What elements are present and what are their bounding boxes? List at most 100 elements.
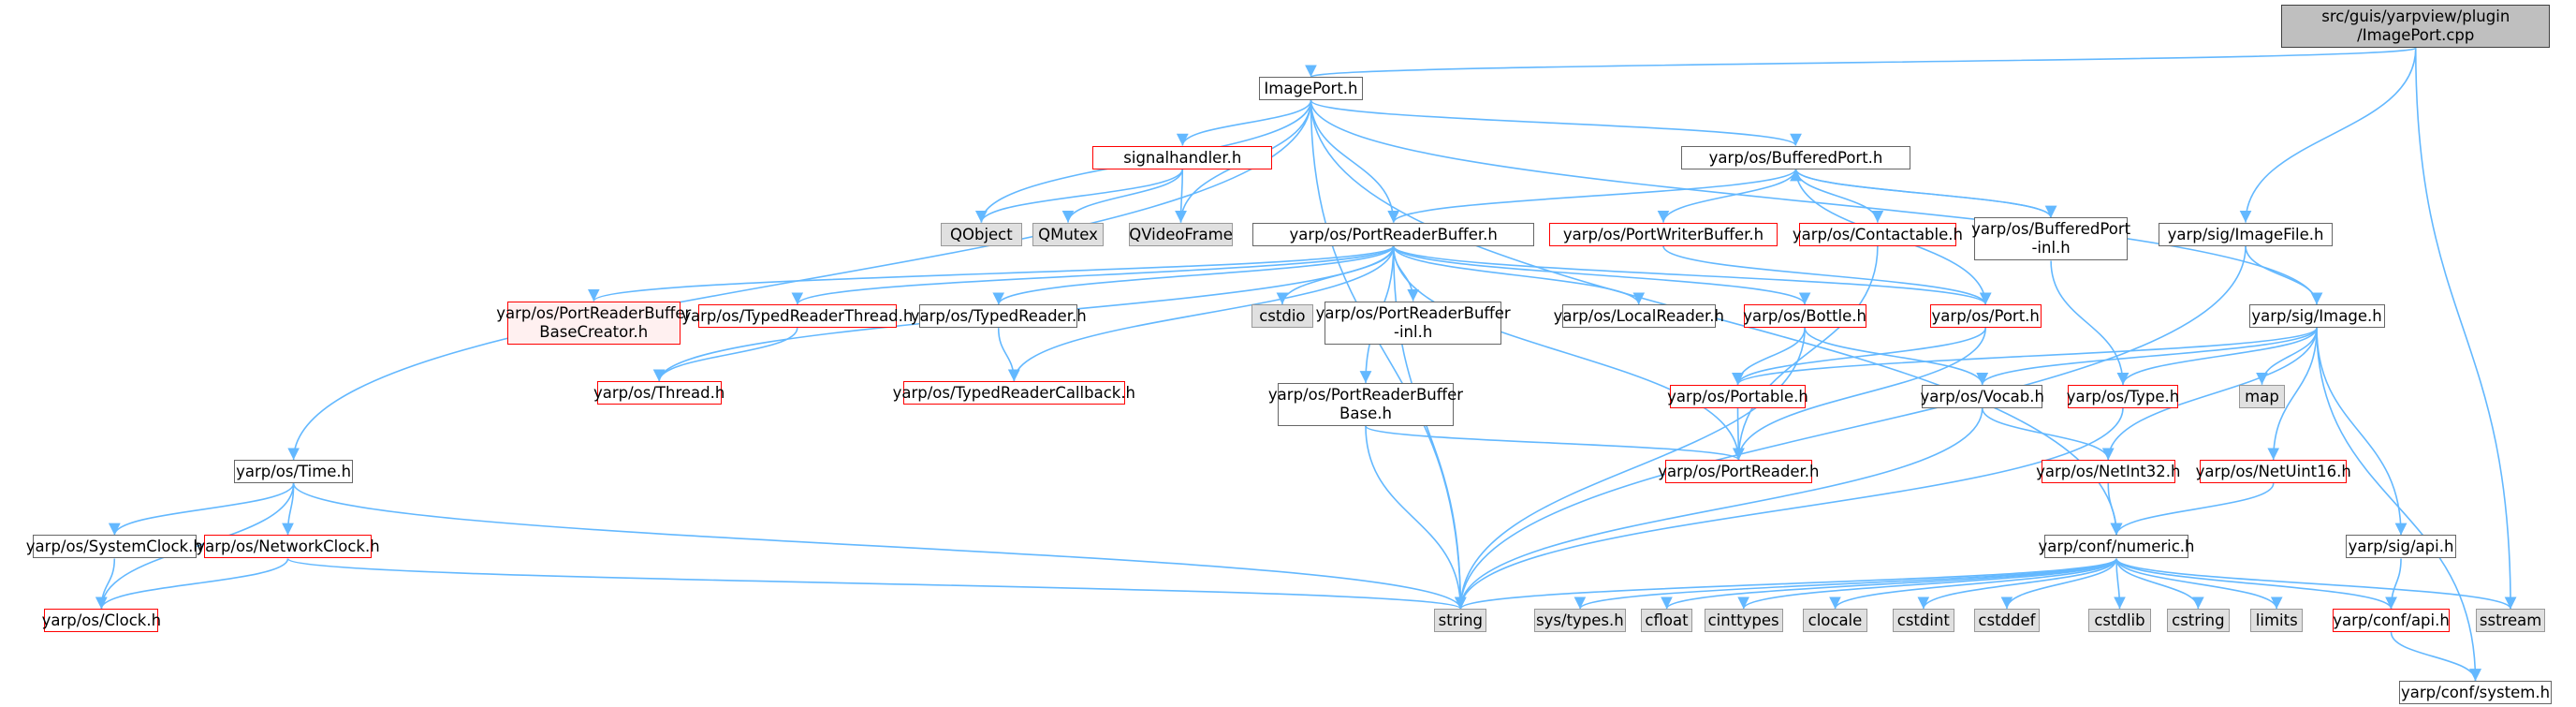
node-conf-api-h[interactable]: yarp/conf/api.h [2332, 609, 2451, 633]
node-label: signalhandler.h [1123, 148, 1242, 167]
node-label: cstdint [1896, 611, 1950, 630]
node-vocab-h[interactable]: yarp/os/Vocab.h [1921, 384, 2044, 408]
node-label: ImagePort.h [1264, 80, 1358, 98]
node-label: yarp/conf/api.h [2333, 611, 2450, 630]
edge-root-to-imageport_h [1306, 47, 2417, 78]
edge-signalhandler_h-to-qmutex [1061, 169, 1184, 223]
node-label: QVideoFrame [1129, 225, 1233, 243]
edge-netint32_h-to-numeric_h [2107, 483, 2123, 536]
node-label: yarp/os/Bottle.h [1743, 307, 1866, 326]
node-portreader-h[interactable]: yarp/os/PortReader.h [1658, 460, 1820, 484]
node-port-h[interactable]: yarp/os/Port.h [1929, 304, 2042, 329]
node-cstdint: cstdint [1892, 609, 1955, 633]
edge-bufferedport_h-to-bufferedport_inl [1794, 169, 2057, 218]
node-netuint16-h[interactable]: yarp/os/NetUint16.h [2196, 460, 2351, 484]
node-label: yarp/os/Portable.h [1667, 387, 1808, 405]
node-portreaderbuffer-h[interactable]: yarp/os/PortReaderBuffer.h [1252, 222, 1534, 246]
edge-root-to-imagefile_h [2239, 48, 2417, 223]
node-clock-h[interactable]: yarp/os/Clock.h [41, 609, 162, 633]
node-label: yarp/sig/api.h [2348, 538, 2454, 556]
edge-portreaderbuffer_h-to-typedreader_h [992, 245, 1395, 305]
node-networkclock-h[interactable]: yarp/os/NetworkClock.h [196, 535, 380, 559]
node-label: QMutex [1038, 225, 1098, 243]
node-bufferedport-h[interactable]: yarp/os/BufferedPort.h [1681, 145, 1910, 169]
node-sstream: sstream [2476, 609, 2545, 633]
edge-bufferedport_inl-to-bufferedport_h [1790, 169, 2052, 218]
node-localreader-h[interactable]: yarp/os/LocalReader.h [1554, 304, 1724, 329]
node-label: yarp/os/Type.h [2066, 387, 2180, 405]
node-label: yarp/os/Clock.h [41, 611, 162, 630]
node-cfloat: cfloat [1640, 609, 1693, 633]
node-numeric-h[interactable]: yarp/conf/numeric.h [2039, 535, 2194, 559]
edge-image_h-to-type_h [2116, 327, 2318, 385]
node-image-h[interactable]: yarp/sig/Image.h [2248, 304, 2385, 329]
edge-time_h-to-networkclock_h [282, 483, 295, 536]
node-time-h[interactable]: yarp/os/Time.h [233, 460, 354, 484]
node-label-line1: yarp/os/PortReaderBuffer [496, 303, 692, 322]
edge-time_h-to-systemclock_h [108, 482, 295, 536]
node-map: map [2239, 384, 2285, 408]
node-label-line2: -inl.h [1394, 322, 1433, 341]
node-label-line2: -inl.h [2031, 239, 2071, 258]
node-netint32-h[interactable]: yarp/os/NetInt32.h [2036, 460, 2180, 484]
edge-imageport_h-to-string [1310, 100, 1467, 610]
node-portreaderbuffer-inl-h[interactable]: yarp/os/PortReaderBuffer -inl.h [1316, 301, 1511, 345]
node-contactable-h[interactable]: yarp/os/Contactable.h [1793, 222, 1963, 246]
node-bottle-h[interactable]: yarp/os/Bottle.h [1743, 304, 1866, 329]
node-signalhandler-h[interactable]: signalhandler.h [1092, 145, 1273, 169]
node-label: cstdlib [2094, 611, 2145, 630]
node-label: yarp/os/PortReaderBuffer.h [1289, 225, 1498, 243]
node-sig-api-h[interactable]: yarp/sig/api.h [2345, 535, 2457, 559]
node-label: yarp/os/Time.h [236, 463, 352, 481]
edge-image_h-to-vocab_h [1976, 327, 2318, 386]
node-typedreadercallback-h[interactable]: yarp/os/TypedReaderCallback.h [893, 381, 1135, 405]
edge-portreaderbuffer_h-to-typedreaderthread_h [791, 244, 1395, 305]
node-typedreaderthread-h[interactable]: yarp/os/TypedReaderThread.h [681, 304, 913, 329]
node-label: yarp/os/Thread.h [593, 384, 725, 403]
edge-portreaderbuffer_h-to-port_h [1392, 245, 1992, 305]
edge-portreaderbuffer_h-to-portreader_h [1392, 245, 1745, 461]
node-label: yarp/os/LocalReader.h [1553, 307, 1724, 326]
edge-typedreader_h-to-typedreadercallback_h [997, 328, 1020, 382]
edge-bufferedport_h-to-portwriterbuffer_h [1657, 169, 1797, 223]
edge-time_h-to-string [292, 482, 1467, 610]
node-bufferedport-inl-h[interactable]: yarp/os/BufferedPort -inl.h [1971, 217, 2130, 261]
node-label: yarp/os/PortReader.h [1658, 463, 1820, 481]
node-qobject: QObject [940, 222, 1023, 246]
node-string: string [1434, 609, 1487, 633]
node-label: cstring [2172, 611, 2225, 630]
node-type-h[interactable]: yarp/os/Type.h [2066, 384, 2180, 408]
edge-vocab_h-to-netint32_h [1981, 407, 2115, 461]
node-portreaderbuffer-base-h[interactable]: yarp/os/PortReaderBuffer Base.h [1268, 382, 1463, 426]
edge-numeric_h-to-cstdint [1917, 558, 2117, 610]
node-root-imageport-cpp[interactable]: src/guis/yarpview/plugin /ImagePort.cpp [2281, 5, 2551, 49]
edge-portreaderbuffer_h-to-localreader_h [1392, 245, 1646, 305]
node-portreaderbuffer-basecreator-h[interactable]: yarp/os/PortReaderBuffer BaseCreator.h [496, 301, 691, 345]
node-cstdlib: cstdlib [2088, 609, 2151, 633]
node-label: yarp/sig/Image.h [2251, 307, 2382, 326]
node-label: string [1438, 611, 1484, 630]
edge-bottle_h-to-portable_h [1732, 327, 1806, 385]
edge-numeric_h-to-sys_types_h [1573, 557, 2117, 610]
node-thread-h[interactable]: yarp/os/Thread.h [593, 381, 724, 405]
edge-numeric_h-to-cinttypes [1737, 558, 2117, 610]
node-label: cstddef [1978, 611, 2036, 630]
edge-bottle_h-to-vocab_h [1804, 327, 1989, 385]
node-label: cstdio [1259, 307, 1306, 326]
edge-image_h-to-sig_api_h [2316, 328, 2408, 536]
node-imagefile-h[interactable]: yarp/sig/ImageFile.h [2159, 222, 2333, 246]
node-portwriterbuffer-h[interactable]: yarp/os/PortWriterBuffer.h [1548, 222, 1778, 246]
edge-signalhandler_h-to-qobject [975, 169, 1184, 223]
node-systemclock-h[interactable]: yarp/os/SystemClock.h [26, 535, 203, 559]
node-conf-system-h[interactable]: yarp/conf/system.h [2399, 681, 2552, 705]
node-label: yarp/os/Port.h [1931, 307, 2040, 326]
node-label: yarp/os/TypedReaderThread.h [681, 307, 914, 326]
node-portable-h[interactable]: yarp/os/Portable.h [1667, 384, 1808, 408]
node-typedreader-h[interactable]: yarp/os/TypedReader.h [911, 304, 1087, 329]
node-label: yarp/os/NetUint16.h [2195, 463, 2351, 481]
edge-type_h-to-string [1455, 407, 2124, 610]
node-label: yarp/os/TypedReader.h [910, 307, 1087, 326]
node-imageport-h[interactable]: ImagePort.h [1259, 77, 1363, 101]
